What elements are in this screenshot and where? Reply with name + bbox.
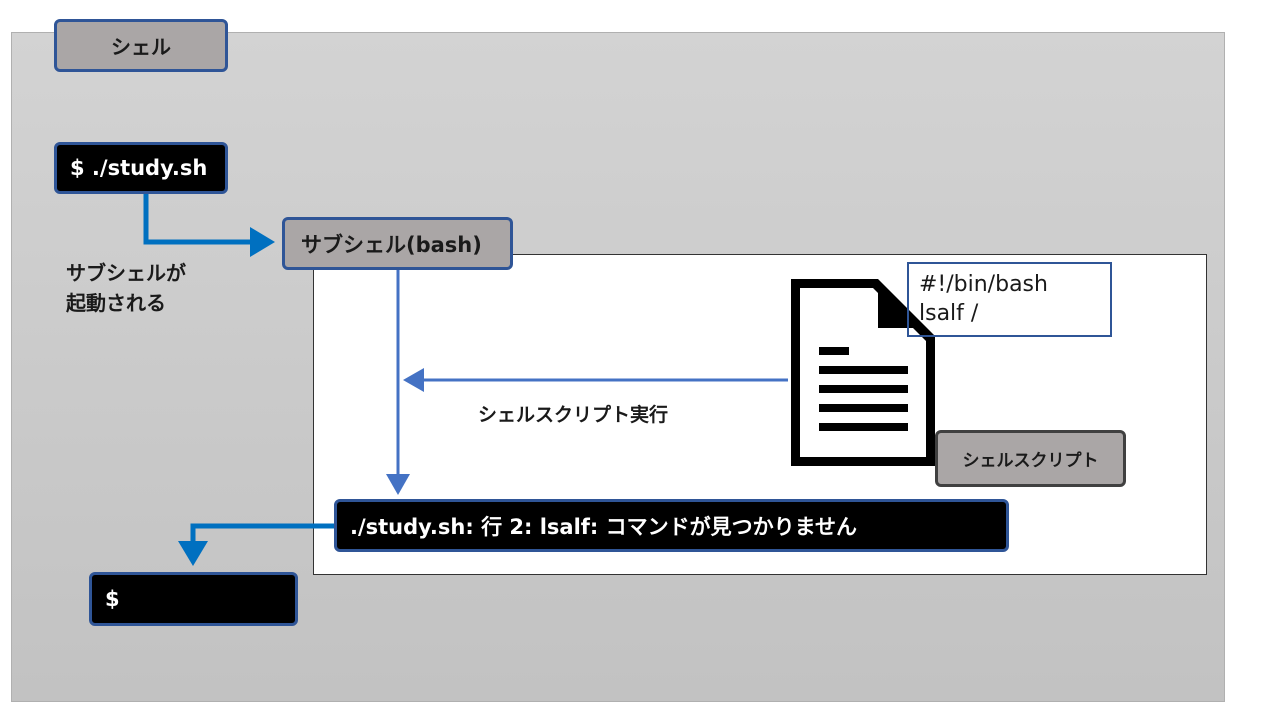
shell-script-label: シェルスクリプト [935,430,1126,487]
document-icon [791,279,935,466]
shell-label: シェル [54,19,228,72]
script-line: lsalf / [919,301,979,326]
note-line: サブシェルが [66,261,186,285]
script-content: #!/bin/bash lsalf / [907,262,1112,337]
error-message: ./study.sh: 行 2: lsalf: コマンドが見つかりません [334,499,1009,552]
subshell-started-note: サブシェルが 起動される [66,258,186,318]
prompt: $ [89,572,298,626]
spawn-arrow [143,194,275,257]
note-line: 起動される [66,291,166,315]
subshell-label: サブシェル(bash) [282,217,513,270]
script-line: #!/bin/bash [919,272,1048,297]
command-box: $ ./study.sh [54,142,228,194]
exec-label: シェルスクリプト実行 [478,404,669,426]
return-arrow [178,523,334,566]
